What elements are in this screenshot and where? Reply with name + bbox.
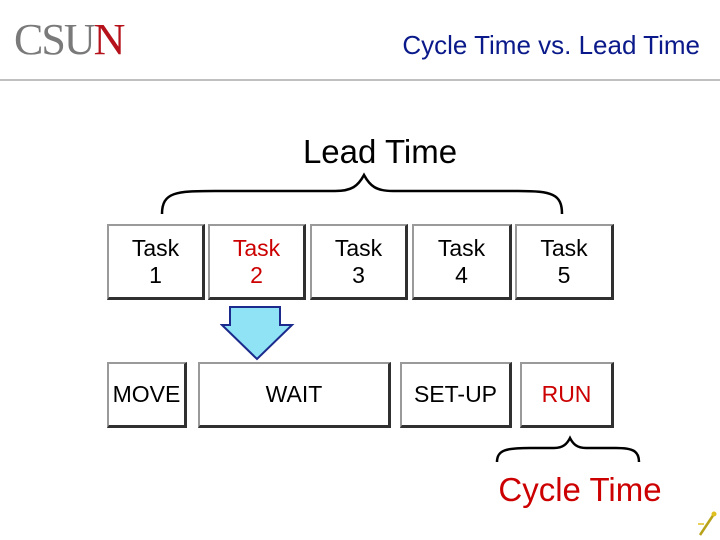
activity-box-move: MOVE: [107, 362, 187, 428]
task-box-1: Task 1: [107, 224, 205, 300]
activity-label: WAIT: [265, 381, 323, 407]
title-divider: [0, 79, 720, 81]
activity-box-setup: SET-UP: [400, 362, 512, 428]
activity-box-wait: WAIT: [198, 362, 391, 428]
lead-time-brace: [160, 172, 564, 215]
task-box-2: Task 2: [208, 224, 306, 300]
task-label: Task 1: [131, 234, 180, 288]
csun-logo: CSUN: [14, 12, 126, 68]
task-box-5: Task 5: [515, 224, 614, 300]
logo-text: CSU: [14, 15, 96, 64]
task-label: Task 4: [437, 234, 486, 288]
logo-text-accent: N: [93, 15, 126, 64]
task-label: Task 3: [334, 234, 383, 288]
pencil-sparkle-icon: [698, 511, 717, 536]
cycle-time-brace: [495, 435, 641, 463]
activity-label: SET-UP: [413, 381, 498, 407]
activity-label: RUN: [541, 381, 592, 407]
down-arrow-icon: [220, 306, 295, 361]
slide-title: Cycle Time vs. Lead Time: [402, 30, 700, 60]
task-label: Task 5: [540, 234, 588, 288]
activity-box-run: RUN: [520, 362, 614, 428]
task-box-3: Task 3: [310, 224, 408, 300]
lead-time-label: Lead Time: [302, 133, 458, 170]
task-label: Task 2: [232, 234, 281, 288]
cycle-time-label: Cycle Time: [498, 471, 662, 508]
activity-label: MOVE: [112, 381, 181, 407]
task-box-4: Task 4: [412, 224, 512, 300]
